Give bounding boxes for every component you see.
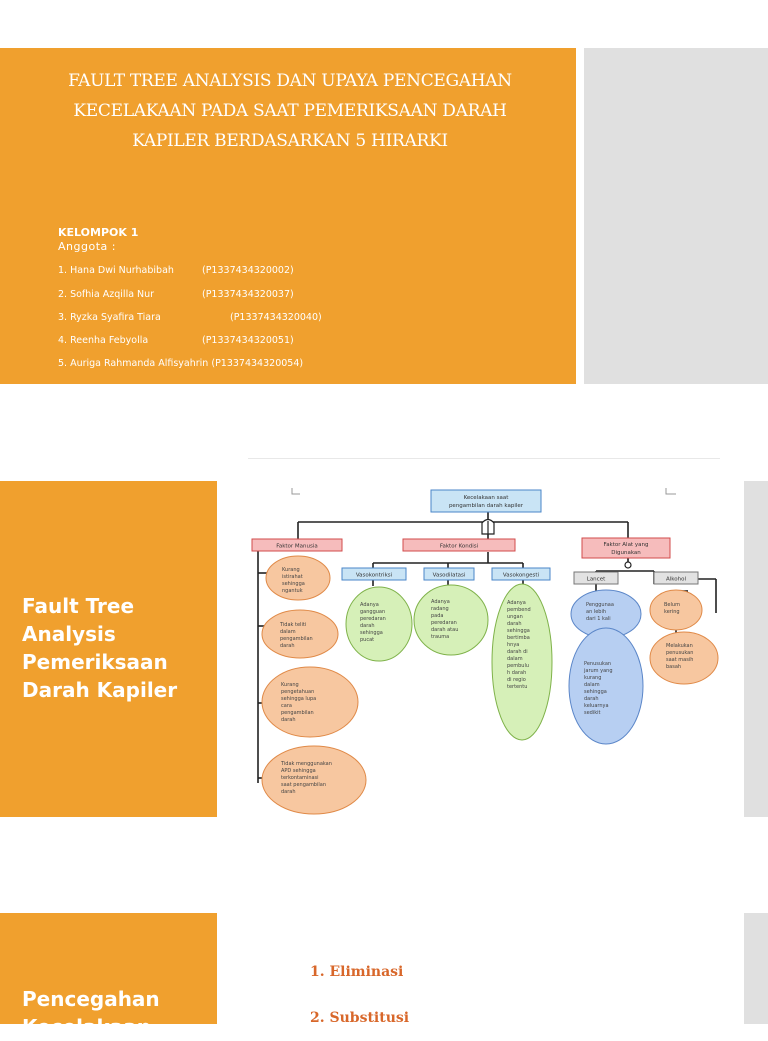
member-item: 5. Auriga Rahmanda Alfisyahrin (P1337434… xyxy=(58,358,303,369)
side-panel xyxy=(584,48,768,384)
title-line: Pencegahan xyxy=(22,987,160,1011)
cause-node xyxy=(413,584,489,656)
factor-box xyxy=(402,538,516,552)
slide-title: Pencegahan Kecelakaan xyxy=(22,985,212,1041)
member-item: 4. Reenha Febyolla (P1337434320051) xyxy=(58,335,294,346)
group-label: KELOMPOK 1 xyxy=(58,226,139,239)
condition-label: Vasokontriksi xyxy=(356,573,393,579)
member-item: 1. Hana Dwi Nurhabibah (P1337434320002) xyxy=(58,265,294,276)
member-name: 3. Ryzka Syafira Tiara xyxy=(58,312,161,323)
member-nim: (P1337434320037) xyxy=(202,289,294,300)
tool-box xyxy=(653,571,699,585)
title-line: Kecelakaan xyxy=(22,1015,152,1039)
title-line: Pemeriksaan xyxy=(22,650,168,674)
fta-title-panel xyxy=(0,481,217,817)
prevention-title-panel xyxy=(0,913,217,1024)
member-name: 4. Reenha Febyolla xyxy=(58,335,149,346)
fault-tree-diagram: Kecelakaan saat pengambilan darah kapile… xyxy=(251,488,719,815)
group-info: KELOMPOK 1 Anggota : xyxy=(58,226,138,254)
cause-text: Kurang pengetahuan sehingga lupa cara pe… xyxy=(281,682,318,723)
cause-text: Adanya radang pada peredaran darah atau … xyxy=(431,599,460,640)
member-nim: (P1337434320051) xyxy=(202,335,294,346)
cause-node xyxy=(649,589,703,631)
title-line: Analysis xyxy=(22,622,116,646)
cause-text: Melakukan penusukan saat masih basah xyxy=(666,643,695,670)
cause-node xyxy=(649,631,719,685)
hierarchy-step: 2. Substitusi xyxy=(310,1010,410,1026)
cause-node xyxy=(568,627,644,745)
cause-text: Adanya gangguan peredaran darah sehingga… xyxy=(360,602,387,643)
tool-label: Alkohol xyxy=(666,577,686,583)
factor-label: Faktor Manusia xyxy=(276,544,318,550)
member-nim: (P1337434320054) xyxy=(211,358,304,369)
top-event-label: pengambilan darah kapiler xyxy=(449,503,524,509)
cause-node xyxy=(345,586,413,662)
condition-box xyxy=(491,567,551,581)
side-panel xyxy=(744,481,768,817)
cause-node xyxy=(261,609,339,659)
condition-label: Vasokongesti xyxy=(503,573,540,579)
member-name: 5. Auriga Rahmanda Alfisyahrin xyxy=(58,358,209,369)
members-label: Anggota : xyxy=(58,240,116,253)
cause-text: Kurang istirahat sehingga ngantuk xyxy=(282,567,306,594)
factor-label: Faktor Kondisi xyxy=(440,544,479,550)
tool-box xyxy=(573,571,619,585)
factor-label: Digunakan xyxy=(611,550,641,556)
title-line: Darah Kapiler xyxy=(22,678,178,702)
factor-box xyxy=(581,537,671,559)
member-nim: (P1337434320040) xyxy=(230,312,322,323)
member-nim: (P1337434320002) xyxy=(202,265,294,276)
cause-text: Tidak menggunakan APD sehingga terkontam… xyxy=(280,761,334,795)
cause-node xyxy=(261,745,367,815)
title-line: KECELAKAAN PADA SAAT PEMERIKSAAN DARAH xyxy=(73,101,507,121)
title-line: FAULT TREE ANALYSIS DAN UPAYA PENCEGAHAN xyxy=(68,71,512,91)
top-event-box xyxy=(430,489,542,513)
presentation-title: FAULT TREE ANALYSIS DAN UPAYA PENCEGAHAN… xyxy=(40,66,540,156)
cause-text: Belum kering xyxy=(664,602,682,615)
member-item: 2. Sofhia Azqilla Nur (P1337434320037) xyxy=(58,289,294,300)
factor-label: Faktor Alat yang xyxy=(604,542,649,548)
condition-box xyxy=(341,567,407,581)
member-item: 3. Ryzka Syafira Tiara (P1337434320040) xyxy=(58,312,322,323)
title-line: KAPILER BERDASARKAN 5 HIRARKI xyxy=(132,131,448,151)
divider xyxy=(248,458,720,459)
cause-node xyxy=(261,666,359,738)
cause-text: Penusukan jarum yang kurang dalam sehing… xyxy=(583,661,614,716)
cause-text: Tidak teliti dalam pengambilan darah xyxy=(279,622,314,649)
member-name: 1. Hana Dwi Nurhabibah xyxy=(58,265,174,276)
hierarchy-step: 1. Eliminasi xyxy=(310,964,404,980)
title-line: Fault Tree xyxy=(22,594,135,618)
tool-label: Lancet xyxy=(587,577,606,583)
member-name: 2. Sofhia Azqilla Nur xyxy=(58,289,155,300)
slide-title: Fault Tree Analysis Pemeriksaan Darah Ka… xyxy=(22,592,212,704)
side-panel xyxy=(744,913,768,1024)
condition-box xyxy=(423,567,475,581)
cause-text: Penggunaa an lebih dari 1 kali xyxy=(586,602,616,622)
cause-node xyxy=(491,583,553,741)
factor-box xyxy=(251,538,343,552)
title-slide xyxy=(0,48,576,384)
cause-node xyxy=(265,555,331,601)
condition-label: Vasodilatasi xyxy=(433,573,466,579)
top-event-label: Kecelakaan saat xyxy=(464,495,510,501)
cause-text: Adanya pembend ungan darah sehingga bert… xyxy=(507,600,532,690)
